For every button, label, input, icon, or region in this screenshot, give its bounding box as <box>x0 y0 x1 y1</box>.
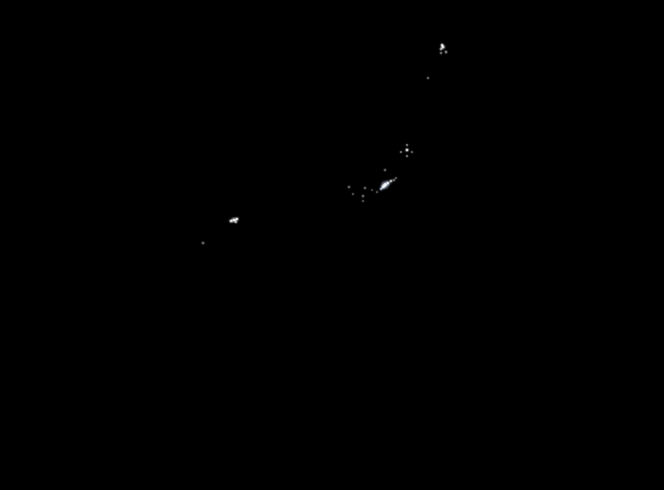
sky-field-canvas <box>0 0 664 490</box>
sky-image-viewport <box>0 0 664 490</box>
